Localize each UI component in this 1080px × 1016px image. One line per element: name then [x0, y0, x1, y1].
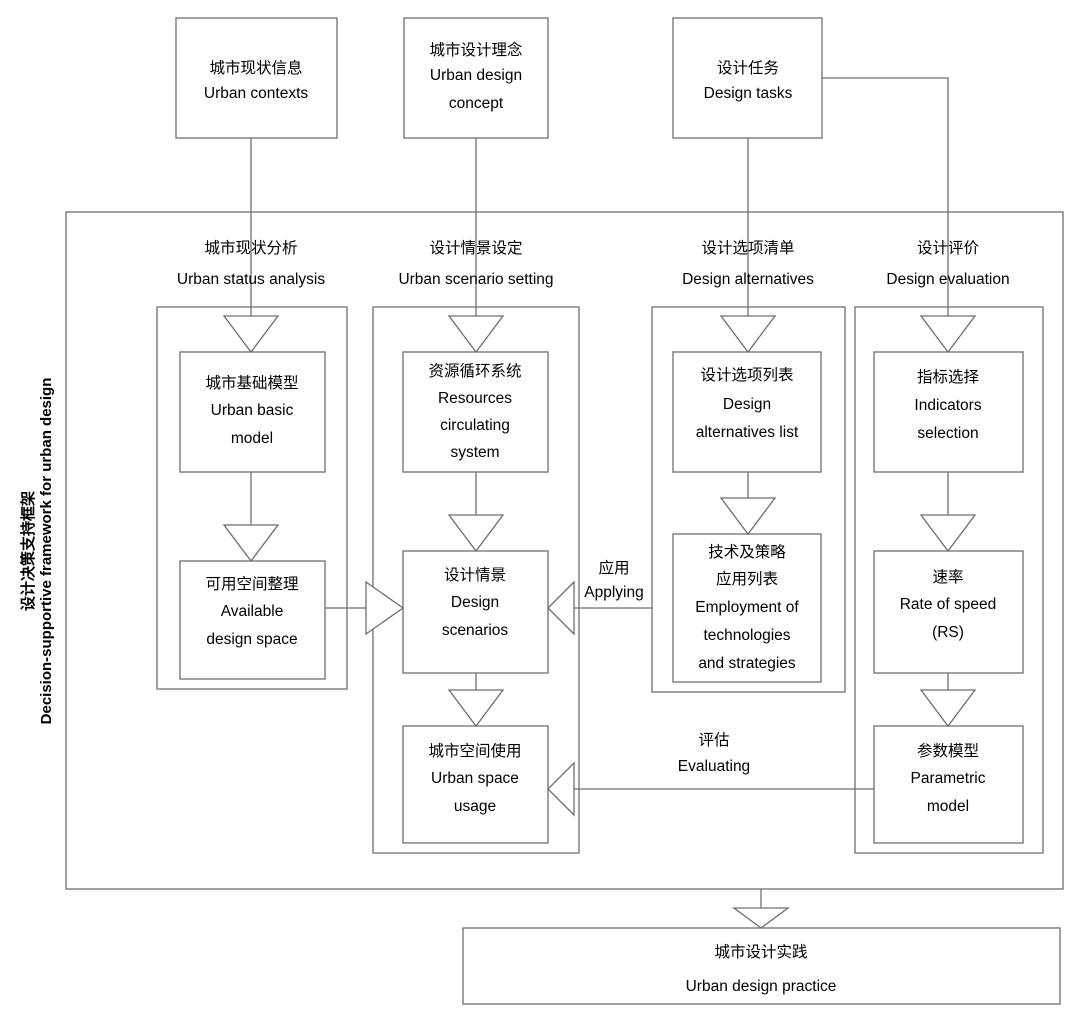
column-group-design-evaluation — [854, 306, 1044, 854]
framework-vertical-label: 设计决策支持框架 Decision-supportive framework f… — [19, 378, 55, 725]
label-available-design-space-en2: design space — [206, 631, 297, 648]
node-rate-of-speed[interactable] — [873, 550, 1024, 674]
label-urban-contexts-cn: 城市现状信息 — [209, 59, 302, 77]
label-urban-basic-model-en1: Urban basic — [211, 402, 294, 419]
node-urban-space-usage[interactable] — [402, 725, 549, 844]
label-design-tasks-en: Design tasks — [704, 85, 793, 102]
label-indicators-selection-en1: Indicators — [914, 397, 981, 414]
node-resources-circulating-system[interactable] — [402, 351, 549, 473]
label-employment-en1: Employment of — [695, 599, 799, 616]
header-col3-en: Design alternatives — [682, 271, 814, 288]
node-design-tasks[interactable] — [672, 17, 823, 139]
label-resources-system-cn: 资源循环系统 — [428, 362, 521, 380]
arrow-down-icon — [447, 689, 505, 728]
label-urban-design-concept-en2: concept — [449, 95, 504, 112]
node-urban-basic-model[interactable] — [179, 351, 326, 473]
edge-label-applying-cn: 应用 — [598, 558, 629, 577]
node-urban-design-practice[interactable] — [462, 927, 1061, 1005]
arrow-down-icon — [222, 524, 280, 563]
header-col2-cn: 设计情景设定 — [429, 239, 522, 257]
node-urban-design-concept[interactable] — [403, 17, 549, 139]
label-urban-design-concept-cn: 城市设计理念 — [429, 40, 522, 59]
label-alternatives-list-cn: 设计选项列表 — [700, 366, 793, 384]
node-parametric-model[interactable] — [873, 725, 1024, 844]
node-indicators-selection[interactable] — [873, 351, 1024, 473]
edge-label-applying-en: Applying — [584, 584, 643, 601]
connector-lines — [250, 77, 949, 908]
edge-tasks-to-col4 — [822, 77, 949, 316]
node-urban-contexts[interactable] — [175, 17, 338, 139]
label-parametric-model-en2: model — [927, 798, 969, 815]
label-urban-space-usage-cn: 城市空间使用 — [428, 742, 521, 760]
node-design-scenarios[interactable] — [402, 550, 549, 674]
arrowheads — [222, 315, 977, 929]
label-design-scenarios-en1: Design — [451, 594, 499, 611]
label-rate-of-speed-en2: (RS) — [932, 624, 964, 641]
header-col2-en: Urban scenario setting — [398, 271, 553, 288]
label-alternatives-list-en1: Design — [723, 396, 771, 413]
column-group-design-alternatives — [651, 306, 846, 693]
label-design-tasks-cn: 设计任务 — [717, 59, 779, 77]
label-resources-system-en2: circulating — [440, 417, 510, 434]
label-employment-en3: and strategies — [698, 655, 796, 672]
label-employment-cn1: 技术及策略 — [708, 543, 786, 561]
arrow-down-icon — [732, 907, 790, 929]
arrow-left-icon — [547, 580, 575, 636]
arrow-down-icon — [919, 514, 977, 553]
label-urban-design-concept-en1: Urban design — [430, 67, 522, 84]
label-available-design-space-en1: Available — [221, 603, 284, 620]
label-indicators-selection-en2: selection — [917, 425, 978, 442]
label-rate-of-speed-en1: Rate of speed — [900, 596, 997, 613]
label-design-scenarios-en2: scenarios — [442, 622, 509, 639]
framework-label-en: Decision-supportive framework for urban … — [38, 378, 55, 725]
node-design-alternatives-list[interactable] — [672, 351, 822, 473]
edge-label-evaluating-cn: 评估 — [698, 731, 729, 749]
header-col3-cn: 设计选项清单 — [701, 239, 794, 257]
header-col1-en: Urban status analysis — [177, 271, 325, 288]
label-rate-of-speed-cn: 速率 — [932, 568, 963, 586]
label-alternatives-list-en2: alternatives list — [696, 424, 799, 441]
label-indicators-selection-cn: 指标选择 — [917, 368, 980, 386]
label-urban-space-usage-en2: usage — [454, 798, 496, 815]
label-available-design-space-cn: 可用空间整理 — [205, 575, 298, 593]
label-urban-space-usage-en1: Urban space — [431, 770, 519, 787]
label-resources-system-en1: Resources — [438, 390, 512, 407]
edge-label-evaluating-en: Evaluating — [678, 758, 750, 775]
label-urban-design-practice-en: Urban design practice — [686, 978, 837, 995]
column-group-urban-scenario-setting — [372, 306, 580, 854]
column-group-urban-status-analysis — [156, 306, 348, 690]
arrow-down-icon — [919, 315, 977, 354]
node-available-design-space[interactable] — [179, 560, 326, 680]
label-parametric-model-cn: 参数模型 — [917, 742, 979, 760]
label-urban-basic-model-cn: 城市基础模型 — [205, 374, 298, 392]
arrow-down-icon — [919, 689, 977, 728]
label-design-scenarios-cn: 设计情景 — [444, 566, 506, 584]
arrow-left-icon — [547, 761, 575, 817]
header-col1-cn: 城市现状分析 — [204, 239, 297, 257]
label-urban-contexts-en: Urban contexts — [204, 85, 308, 102]
arrow-right-icon — [365, 580, 405, 636]
node-employment-technologies-strategies[interactable] — [672, 533, 822, 683]
arrow-down-icon — [447, 315, 505, 354]
header-col4-en: Design evaluation — [886, 271, 1009, 288]
framework-label-cn: 设计决策支持框架 — [19, 491, 37, 611]
label-urban-basic-model-en2: model — [231, 430, 273, 447]
arrow-down-icon — [222, 315, 280, 354]
framework-outer-frame — [65, 211, 1064, 890]
label-employment-en2: technologies — [703, 627, 790, 644]
arrow-down-icon — [719, 497, 777, 536]
header-col4-cn: 设计评价 — [917, 239, 980, 257]
arrow-down-icon — [447, 514, 505, 553]
arrow-down-icon — [719, 315, 777, 354]
label-parametric-model-en1: Parametric — [911, 770, 986, 787]
label-employment-cn2: 应用列表 — [716, 569, 778, 588]
label-resources-system-en3: system — [450, 444, 499, 461]
label-urban-design-practice-cn: 城市设计实践 — [714, 943, 807, 961]
